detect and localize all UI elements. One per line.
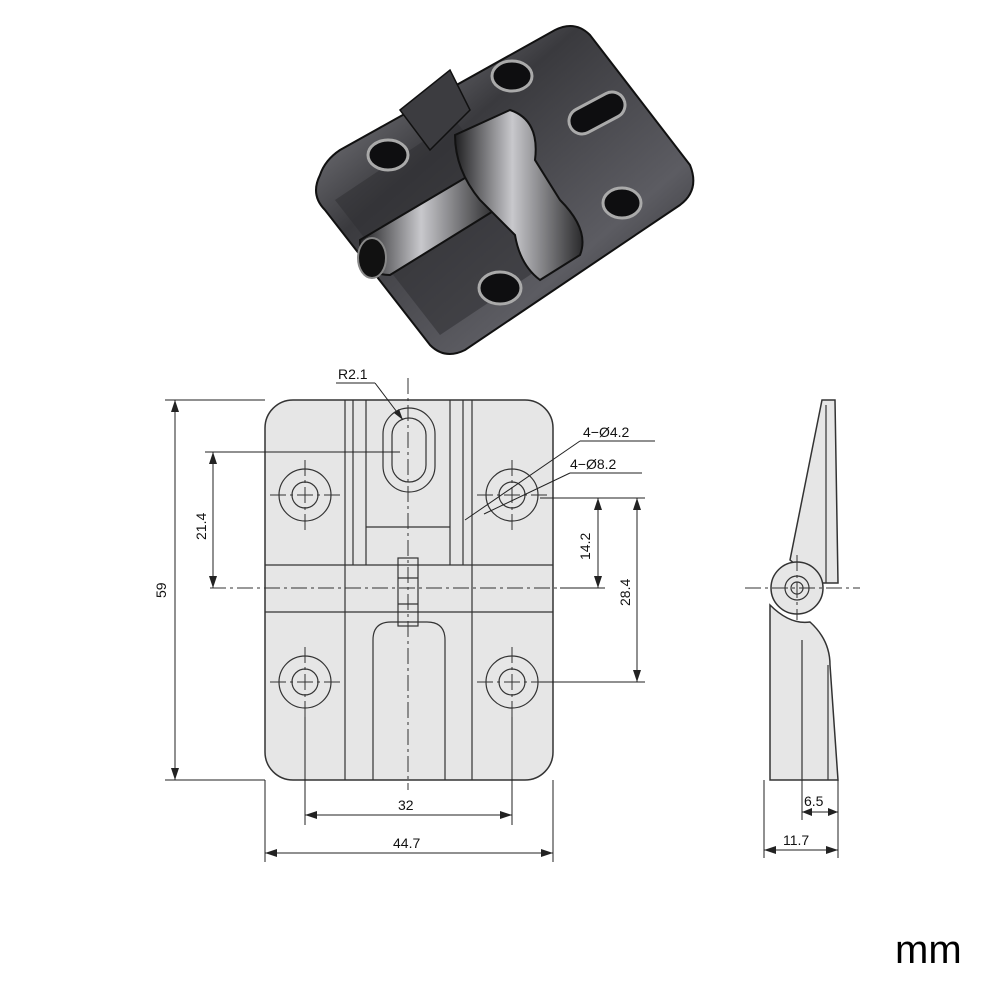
unit-label: mm	[895, 928, 962, 972]
label-height-14: 14.2	[577, 533, 593, 560]
dimensions-front	[165, 382, 655, 862]
label-width-holes: 32	[398, 797, 414, 813]
label-height-slot: 21.4	[193, 513, 209, 540]
label-thick-6: 6.5	[804, 793, 824, 809]
label-large-holes: 4−Ø8.2	[570, 456, 617, 472]
label-small-holes: 4−Ø4.2	[583, 424, 630, 440]
label-thick-11: 11.7	[783, 832, 809, 848]
side-view	[745, 399, 860, 781]
label-radius: R2.1	[338, 366, 368, 382]
dimensions-side	[763, 780, 839, 858]
label-height-total: 59	[153, 582, 169, 598]
label-height-28: 28.4	[617, 579, 633, 606]
front-view	[210, 378, 560, 790]
hinge-photo	[315, 25, 695, 355]
plate-outline	[264, 399, 554, 781]
label-width-total: 44.7	[393, 835, 420, 851]
